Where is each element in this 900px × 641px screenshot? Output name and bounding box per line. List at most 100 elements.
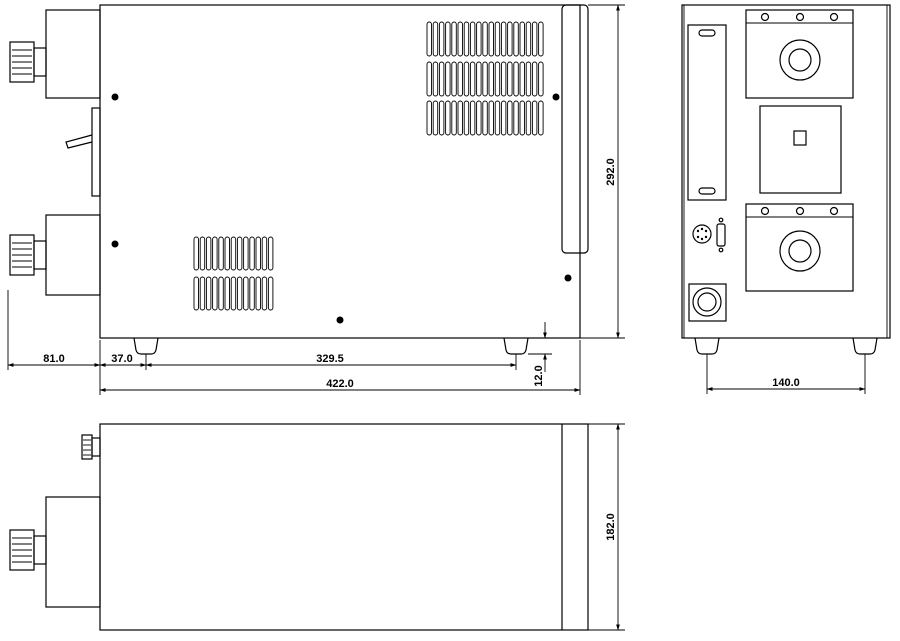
dim-handle-offset: 81.0 xyxy=(43,353,64,365)
dim-overall-width: 182.0 xyxy=(605,513,617,541)
top-output-connector xyxy=(779,39,821,81)
dim-foot-height: 12.0 xyxy=(533,365,545,386)
side-foot-front xyxy=(133,337,159,355)
vent-slot xyxy=(469,100,476,136)
vent-slot xyxy=(519,100,525,136)
front-foot-right xyxy=(852,337,878,355)
vent-slot xyxy=(255,276,261,311)
vent-slot xyxy=(199,236,206,271)
front-body-outline xyxy=(681,4,891,339)
bottom-output-connector xyxy=(779,230,821,272)
vent-slot xyxy=(519,61,525,97)
vent-slot xyxy=(255,236,261,271)
panel-screw xyxy=(760,12,770,22)
top-body-outline xyxy=(99,423,589,631)
vent-slot xyxy=(513,61,519,97)
vent-slot xyxy=(531,100,538,136)
panel-screw xyxy=(829,206,839,216)
vent-slot xyxy=(230,276,237,311)
vent-slot xyxy=(224,236,230,271)
rear-rail xyxy=(561,4,589,254)
vent-slot xyxy=(482,61,488,97)
vent-slot xyxy=(494,100,501,136)
vent-slot xyxy=(476,21,482,57)
vent-slot xyxy=(513,21,519,57)
rail-slot xyxy=(698,29,716,37)
vent-slot xyxy=(230,236,237,271)
vent-slot xyxy=(482,21,488,57)
upper-vent-grille xyxy=(426,21,544,136)
screw-dot xyxy=(111,93,119,101)
vent-slot xyxy=(488,61,494,97)
side-foot-rear xyxy=(503,337,529,355)
dim-foot-spacing: 329.5 xyxy=(316,353,344,365)
vent-slot xyxy=(488,21,494,57)
vent-slot xyxy=(507,21,513,57)
front-view: 140.0 xyxy=(681,4,891,394)
vent-slot xyxy=(445,21,451,57)
power-inlet-plate xyxy=(688,283,727,322)
vent-slot xyxy=(199,276,206,311)
vent-slot xyxy=(249,276,255,311)
circular-din-connector xyxy=(692,224,712,244)
vent-slot xyxy=(538,21,544,57)
top-small-knob xyxy=(81,434,101,460)
vent-slot xyxy=(261,236,268,271)
side-switch-plate xyxy=(91,107,101,197)
vent-slot xyxy=(193,276,199,311)
screw-dot xyxy=(336,316,344,324)
front-foot-left xyxy=(694,337,720,355)
vent-slot xyxy=(261,276,268,311)
vent-slot xyxy=(438,21,445,57)
dim-front-foot-spacing: 140.0 xyxy=(772,377,800,389)
vent-slot xyxy=(236,236,243,271)
vent-slot xyxy=(432,61,439,97)
vent-slot xyxy=(438,61,445,97)
vent-slot xyxy=(451,100,457,136)
vent-slot xyxy=(500,21,507,57)
vent-slot xyxy=(212,276,218,311)
vent-slot xyxy=(525,21,532,57)
top-output-connector-inner xyxy=(788,48,812,72)
vent-slot xyxy=(531,21,538,57)
vent-slot xyxy=(445,100,451,136)
top-connector-knob xyxy=(9,41,47,83)
vent-slot xyxy=(432,100,439,136)
dim-foot-front-offset: 37.0 xyxy=(111,353,132,365)
bottom-connector-knob xyxy=(9,234,47,276)
lower-vent-grille xyxy=(193,236,274,311)
screw-dot xyxy=(564,274,572,282)
vent-slot xyxy=(476,61,482,97)
vent-slot xyxy=(426,21,432,57)
vent-slot xyxy=(482,100,488,136)
vent-slot xyxy=(507,100,513,136)
vent-slot xyxy=(538,61,544,97)
vent-slot xyxy=(519,21,525,57)
vent-slot xyxy=(507,61,513,97)
vent-slot xyxy=(469,61,476,97)
vent-slot xyxy=(205,236,212,271)
vent-slot xyxy=(500,100,507,136)
vent-slot xyxy=(457,100,463,136)
power-inlet-inner xyxy=(697,292,717,312)
side-view: 81.0 37.0 329.5 12.0 422.0 292.0 xyxy=(7,4,625,395)
vent-slot xyxy=(212,236,218,271)
vent-slot xyxy=(457,21,463,57)
vent-slot xyxy=(463,100,470,136)
vent-slot xyxy=(513,100,519,136)
vent-slot xyxy=(205,276,212,311)
bottom-output-connector-inner xyxy=(788,239,812,263)
vent-slot xyxy=(451,21,457,57)
power-switch xyxy=(793,130,807,146)
top-connector-housing xyxy=(45,9,101,99)
vent-slot xyxy=(494,61,501,97)
vent-slot xyxy=(525,61,532,97)
vent-slot xyxy=(224,276,230,311)
vent-slot xyxy=(488,100,494,136)
vent-slot xyxy=(426,61,432,97)
top-view-connector-knob xyxy=(9,529,47,571)
panel-screw xyxy=(795,12,805,22)
panel-screw xyxy=(795,206,805,216)
vent-slot xyxy=(438,100,445,136)
